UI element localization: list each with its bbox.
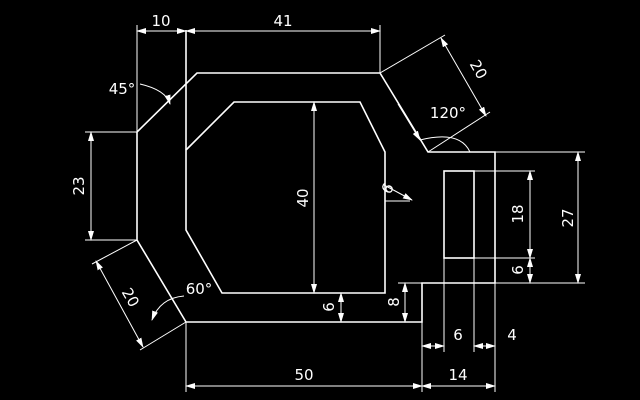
label-50: 50 <box>294 366 313 384</box>
label-23: 23 <box>70 176 88 195</box>
dimension-lines <box>88 28 581 389</box>
arc-120 <box>419 136 471 153</box>
dim-line-6-slot <box>383 184 413 201</box>
label-14: 14 <box>448 366 467 384</box>
dim-line-20-bottom <box>95 260 144 348</box>
inner-contour <box>185 101 386 294</box>
label-6-right: 6 <box>509 265 527 275</box>
label-120: 120° <box>430 104 466 122</box>
arc-45 <box>139 83 171 105</box>
label-6-bottom: 6 <box>453 326 463 344</box>
dim-line-20-top <box>440 37 487 117</box>
label-60: 60° <box>186 280 213 298</box>
label-41: 41 <box>273 12 292 30</box>
label-6-slot: 6 <box>377 180 397 197</box>
slot-rectangle <box>443 170 475 259</box>
label-4: 4 <box>507 326 517 344</box>
label-10: 10 <box>151 12 170 30</box>
arc-60 <box>151 295 185 321</box>
label-8: 8 <box>385 297 403 307</box>
label-6-inner: 6 <box>320 302 338 312</box>
dim-line-120 <box>397 103 421 141</box>
label-27: 27 <box>559 208 577 227</box>
label-40: 40 <box>294 188 312 207</box>
label-20-top: 20 <box>466 57 491 83</box>
label-20-bottom: 20 <box>118 285 143 311</box>
label-45: 45° <box>109 80 136 98</box>
extension-lines <box>85 25 585 392</box>
label-18: 18 <box>509 204 527 223</box>
